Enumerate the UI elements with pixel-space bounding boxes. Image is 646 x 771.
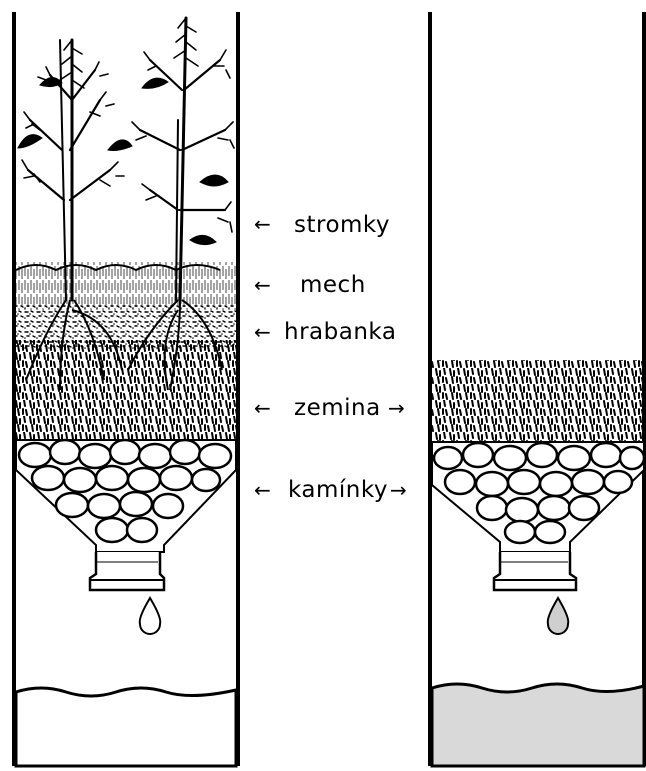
label-mech: mech xyxy=(300,272,366,298)
left-water-drop xyxy=(140,598,161,634)
arrow-kaminky-left: ← xyxy=(254,480,271,500)
label-zemina: zemina xyxy=(294,395,381,421)
arrow-zemina-right: → xyxy=(388,398,405,418)
right-water-drop xyxy=(548,598,569,634)
left-bottle-neck xyxy=(90,552,164,590)
arrow-mech: ← xyxy=(254,275,271,295)
right-collected-water xyxy=(432,684,644,766)
arrow-zemina-left: ← xyxy=(254,398,271,418)
left-collected-water xyxy=(16,688,236,766)
trees-layer xyxy=(18,18,234,300)
moss-layer xyxy=(16,262,236,310)
label-hrabanka: hrabanka xyxy=(284,319,396,345)
arrow-hrabanka: ← xyxy=(254,322,271,342)
tree-left xyxy=(18,40,132,300)
right-bottle-neck xyxy=(494,552,576,590)
label-stromky: stromky xyxy=(294,212,390,238)
right-soil-layer xyxy=(432,360,644,442)
left-filter-tube xyxy=(14,12,238,766)
arrow-kaminky-right: → xyxy=(390,480,407,500)
soil-layer xyxy=(16,340,236,440)
arrow-stromky: ← xyxy=(254,214,271,234)
tree-right xyxy=(132,18,234,300)
right-filter-tube xyxy=(430,12,644,766)
label-kaminky: kamínky xyxy=(288,477,388,503)
